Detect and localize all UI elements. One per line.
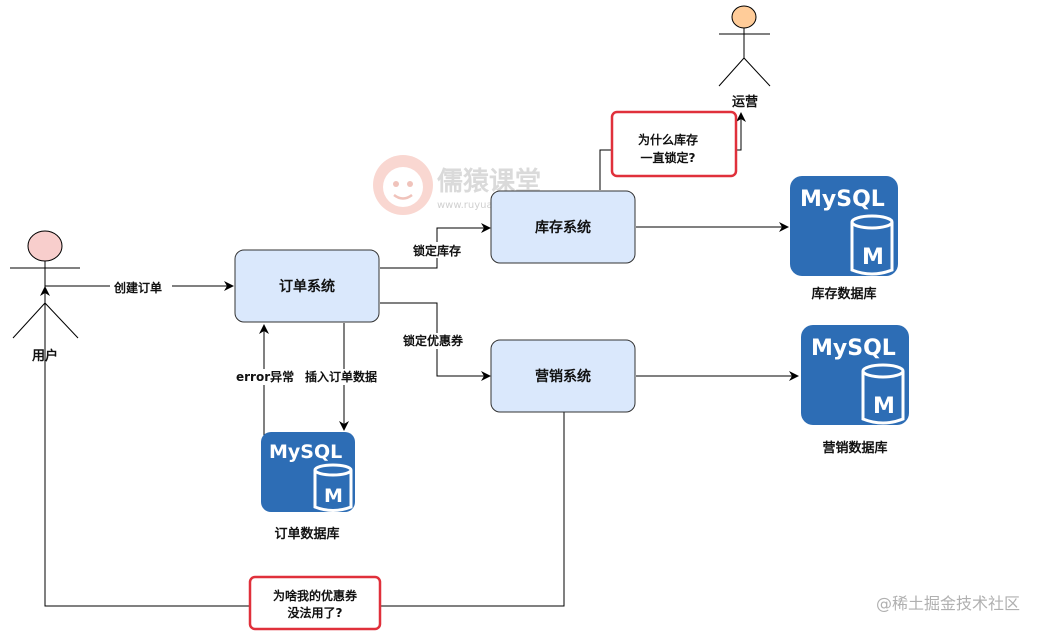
ops-actor: 运营 bbox=[718, 5, 771, 110]
mysql-icon: MySQL M bbox=[790, 176, 898, 276]
inventory-system-box: 库存系统 bbox=[490, 190, 636, 264]
marketing-db-label: 营销数据库 bbox=[822, 440, 887, 456]
svg-text:M: M bbox=[324, 485, 343, 507]
edge-labels: 创建订单 锁定库存 锁定优惠券 error异常 插入订单数据 bbox=[110, 242, 472, 385]
svg-text:MySQL: MySQL bbox=[811, 336, 896, 361]
order-db-label: 订单数据库 bbox=[274, 526, 339, 542]
user-label: 用户 bbox=[31, 348, 58, 364]
edge-label-insert-order: 插入订单数据 bbox=[305, 369, 377, 384]
user-head bbox=[27, 230, 63, 262]
user-actor: 用户 bbox=[10, 230, 80, 364]
svg-text:M: M bbox=[862, 245, 884, 270]
ops-label: 运营 bbox=[732, 94, 758, 110]
svg-text:MySQL: MySQL bbox=[269, 441, 342, 463]
ops-head bbox=[731, 5, 757, 29]
ops-question-line2: 一直锁定? bbox=[641, 150, 696, 165]
footer-watermark: @稀土掘金技术社区 bbox=[876, 594, 1020, 613]
inventory-db-label: 库存数据库 bbox=[811, 286, 876, 302]
order-system-label: 订单系统 bbox=[279, 278, 335, 295]
edge-label-lock-inventory: 锁定库存 bbox=[413, 243, 461, 258]
user-question-note: 为啥我的优惠券 没法用了? bbox=[248, 575, 382, 631]
order-db: MySQL M 订单数据库 bbox=[261, 432, 355, 542]
user-question-line1: 为啥我的优惠券 bbox=[273, 588, 358, 603]
monkey-logo-icon bbox=[373, 155, 433, 215]
mysql-icon: MySQL M bbox=[261, 432, 355, 512]
svg-text:MySQL: MySQL bbox=[800, 187, 885, 212]
marketing-system-label: 营销系统 bbox=[535, 368, 591, 385]
edge-label-create-order: 创建订单 bbox=[113, 280, 162, 295]
user-question-line2: 没法用了? bbox=[288, 605, 343, 620]
marketing-system-box: 营销系统 bbox=[490, 339, 636, 413]
mysql-icon: MySQL M bbox=[801, 325, 909, 425]
inventory-db: MySQL M 库存数据库 bbox=[790, 176, 898, 302]
order-system-box: 订单系统 bbox=[234, 249, 380, 323]
marketing-db: MySQL M 营销数据库 bbox=[801, 325, 909, 456]
edge-label-error: error异常 bbox=[236, 369, 294, 384]
edge-label-lock-coupon: 锁定优惠券 bbox=[403, 333, 464, 348]
ops-question-note: 为什么库存 一直锁定? bbox=[610, 110, 738, 178]
inventory-system-label: 库存系统 bbox=[535, 219, 591, 236]
svg-text:M: M bbox=[873, 394, 895, 419]
ops-question-line1: 为什么库存 bbox=[638, 132, 698, 147]
